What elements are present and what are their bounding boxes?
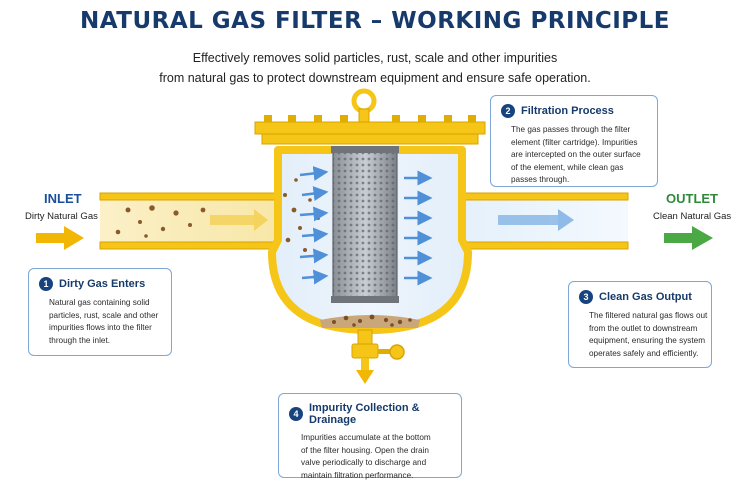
card-title: Dirty Gas Enters <box>59 278 146 290</box>
inlet-arrow-icon <box>36 226 84 250</box>
flow-arrows-left <box>299 165 329 285</box>
inlet-flow-arrow <box>210 209 268 231</box>
inlet-label: INLET <box>44 191 82 206</box>
card-line: operates safely and efficiently. <box>589 348 699 358</box>
card-line: through the inlet. <box>49 335 110 345</box>
card-line: of the filter housing. Open the drain <box>301 445 429 455</box>
card-line: The gas passes through the filter <box>511 125 631 134</box>
card-description: Natural gas containing solid particles, … <box>39 297 161 347</box>
card-line: element (filter cartridge). Impurities <box>511 137 638 147</box>
page-subtitle: Effectively removes solid particles, rus… <box>0 48 750 88</box>
step-number-badge: 2 <box>501 104 515 118</box>
flow-arrows-right <box>404 170 433 286</box>
outlet-label: OUTLET <box>666 191 718 206</box>
outlet-sublabel: Clean Natural Gas <box>653 211 732 222</box>
step-number-badge: 1 <box>39 277 53 291</box>
card-line: The filtered natural gas flows out <box>589 311 708 320</box>
outlet-arrow-icon <box>664 226 713 250</box>
card-line: equipment, ensuring the system <box>589 336 706 345</box>
card-line: of the element, while clean gas <box>511 162 624 172</box>
flange-bolts <box>264 115 476 122</box>
card-description: The gas passes through the filter elemen… <box>501 124 647 187</box>
card-description: The filtered natural gas flows out from … <box>579 310 708 360</box>
card-line: maintain filtration performance. <box>301 470 414 480</box>
subtitle-line-2: from natural gas to protect downstream e… <box>159 71 591 85</box>
outlet-flow-arrow <box>498 209 574 231</box>
card-title: Filtration Process <box>521 105 614 117</box>
card-description: Impurities accumulate at the bottom of t… <box>289 432 451 482</box>
step-number-badge: 4 <box>289 407 303 421</box>
card-line: particles, rust, scale and other <box>49 310 159 320</box>
card-line: from the outlet to downstream <box>589 323 698 333</box>
card-line: Natural gas containing solid <box>49 298 150 307</box>
card-line: valve periodically to discharge and <box>301 458 427 467</box>
subtitle-line-1: Effectively removes solid particles, rus… <box>192 51 558 65</box>
card-clean-gas-output: 3 Clean Gas Output The filtered natural … <box>568 281 712 368</box>
drain-valve-icon <box>351 329 405 384</box>
sediment-particles <box>332 314 412 327</box>
inlet-sublabel: Dirty Natural Gas <box>25 211 98 222</box>
filter-cartridge <box>331 146 399 303</box>
card-filtration-process: 2 Filtration Process The gas passes thro… <box>490 95 658 187</box>
card-line: impurities flows into the filter <box>49 323 152 332</box>
step-number-badge: 3 <box>579 290 593 304</box>
card-impurity-collection: 4 Impurity Collection & Drainage Impurit… <box>278 393 462 480</box>
outlet-pipe <box>457 192 629 250</box>
dirt-particles <box>115 178 320 252</box>
card-line: passes through. <box>511 175 570 184</box>
card-title: Impurity Collection & Drainage <box>309 402 420 426</box>
card-dirty-gas-enters: 1 Dirty Gas Enters Natural gas containin… <box>28 268 172 356</box>
page-title: NATURAL GAS FILTER – WORKING PRINCIPLE <box>80 8 670 34</box>
card-title: Clean Gas Output <box>599 291 692 303</box>
card-line: are intercepted on the outer surface <box>511 150 641 159</box>
card-line: Impurities accumulate at the bottom <box>301 433 431 442</box>
